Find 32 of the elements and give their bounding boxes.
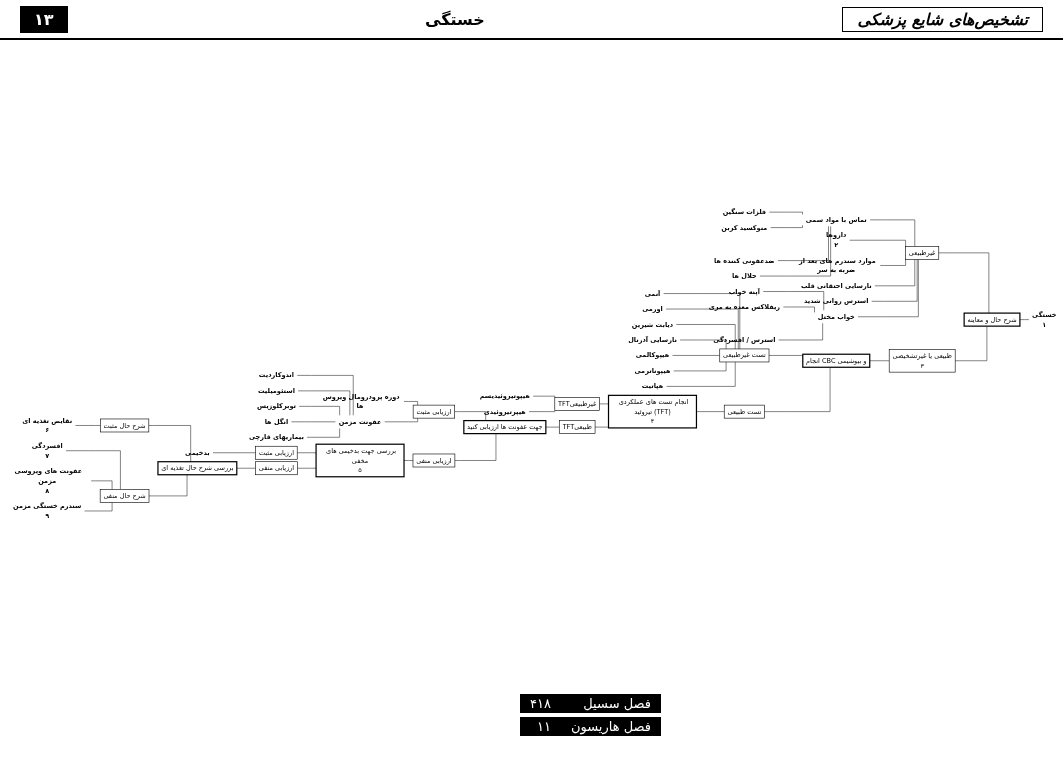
table-cell: ۱۱ <box>520 717 561 736</box>
connector <box>454 411 486 421</box>
connector <box>296 452 317 454</box>
table-cell: ۴۱۸ <box>520 694 561 713</box>
connector <box>672 355 720 356</box>
connector <box>454 433 497 461</box>
connector <box>871 259 918 302</box>
book-title: تشخیص‌های شایع پزشکی <box>842 6 1043 32</box>
connector <box>874 259 916 287</box>
connector <box>599 403 609 405</box>
connector <box>545 426 560 428</box>
connector <box>938 252 990 314</box>
connector <box>148 474 188 497</box>
table-cell: فصل هاریسون <box>560 717 661 736</box>
connector <box>594 425 609 428</box>
connector <box>869 360 890 361</box>
connector <box>1019 319 1030 320</box>
connector <box>880 258 906 266</box>
connector <box>849 240 906 248</box>
connector <box>764 367 831 412</box>
connector <box>768 355 804 358</box>
chapter-heading: خستگی <box>425 9 485 29</box>
connector <box>696 411 725 412</box>
connector <box>212 452 256 453</box>
connector <box>954 325 988 361</box>
connector <box>532 395 556 398</box>
connector <box>236 468 256 469</box>
connector <box>148 425 191 462</box>
table-cell: فصل سسیل <box>560 694 661 713</box>
connector <box>857 259 919 317</box>
page-number: ۱۳ <box>20 5 68 33</box>
connector <box>297 467 317 469</box>
